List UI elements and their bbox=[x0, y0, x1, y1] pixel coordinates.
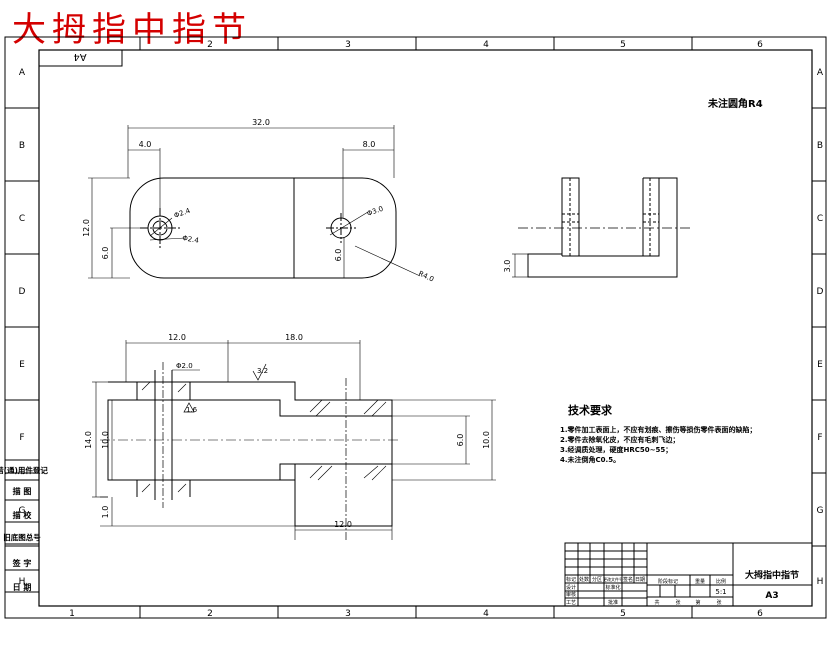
dim-inner-height: 10.0 bbox=[101, 431, 110, 449]
bottom-zone-labels: 1 2 3 4 5 6 bbox=[69, 609, 763, 619]
title-block-label: 共 bbox=[654, 599, 659, 606]
row-label: G bbox=[19, 506, 26, 516]
dim-half-height-right: 6.0 bbox=[334, 249, 343, 262]
drawing-title: 大拇指中指节 bbox=[12, 10, 252, 50]
row-label: C bbox=[19, 214, 25, 224]
col-label: 3 bbox=[345, 40, 351, 50]
col-label: 6 bbox=[757, 609, 763, 619]
title-block-label: 工艺 bbox=[566, 600, 576, 606]
dim-small-dia-2: Φ2.4 bbox=[182, 234, 200, 245]
title-block-label: 比例 bbox=[716, 578, 726, 585]
side-block bbox=[4, 459, 40, 593]
col-label: 5 bbox=[620, 609, 626, 619]
top-zone-ticks bbox=[139, 37, 693, 618]
side-block-cell: 签 字 bbox=[12, 558, 32, 568]
dim-right-hole-offset: 8.0 bbox=[363, 140, 376, 149]
title-block-label: 处数 bbox=[579, 576, 589, 583]
col-label: 1 bbox=[69, 609, 75, 619]
top-zone-labels: 2 3 4 5 6 bbox=[207, 40, 763, 50]
dim-bottom-gap: 1.0 bbox=[101, 506, 110, 519]
title-block-label: 第 bbox=[695, 599, 700, 606]
dim-overall-length: 32.0 bbox=[252, 118, 270, 127]
side-block-cell: 日 期 bbox=[13, 582, 32, 592]
title-block-label: 张 bbox=[675, 599, 680, 606]
tech-line: 3.经调质处理，硬度HRC50~55； bbox=[560, 445, 672, 454]
side-block-cell: 描 校 bbox=[13, 510, 33, 520]
dim-hole-dia: Φ3.0 bbox=[366, 205, 384, 218]
title-block-label: 批准 bbox=[608, 599, 618, 606]
tech-line: 2.零件去除氧化皮，不应有毛刺飞边； bbox=[560, 435, 680, 444]
right-row-labels: A B C D E F G H bbox=[817, 68, 824, 587]
title-block-label: 张 bbox=[716, 599, 721, 606]
title-block-label: 标准化 bbox=[605, 584, 620, 591]
row-label: H bbox=[19, 577, 26, 587]
col-label: 3 bbox=[345, 609, 351, 619]
title-block-material: A3 bbox=[765, 591, 778, 601]
col-label: 2 bbox=[207, 609, 213, 619]
corner-box bbox=[38, 49, 123, 67]
corner-mark: A4 bbox=[73, 51, 86, 62]
row-label: D bbox=[19, 287, 26, 297]
top-view bbox=[88, 125, 421, 279]
front-view bbox=[92, 340, 496, 540]
dim-front-left-len: 12.0 bbox=[168, 333, 186, 342]
left-row-labels: A B C D E F G H bbox=[19, 68, 26, 587]
title-block-label: 日期 bbox=[635, 577, 645, 583]
row-label: A bbox=[19, 68, 26, 78]
inner-frame bbox=[38, 49, 813, 607]
side-block-cell: 旧底图总号 bbox=[3, 532, 41, 542]
side-block-cell: 描 图 bbox=[13, 486, 32, 496]
dim-front-height: 14.0 bbox=[84, 431, 93, 449]
roughness-value-small: 1.6 bbox=[186, 406, 198, 414]
dim-outer-radius: R4.0 bbox=[417, 270, 435, 284]
dim-side-height: 3.0 bbox=[503, 260, 512, 273]
row-label: F bbox=[19, 433, 24, 443]
row-label: B bbox=[19, 141, 25, 151]
row-label: F bbox=[817, 433, 822, 443]
title-block-label: 分区 bbox=[592, 576, 602, 583]
row-label: H bbox=[817, 577, 824, 587]
row-label: E bbox=[817, 360, 823, 370]
title-block-label: 阶段标记 bbox=[658, 578, 678, 585]
dim-bottom-len: 12.0 bbox=[334, 520, 352, 529]
col-label: 4 bbox=[483, 609, 489, 619]
tech-line: 1.零件加工表面上，不应有划痕、擦伤等损伤零件表面的缺陷； bbox=[560, 425, 757, 434]
tech-title: 技术要求 bbox=[568, 403, 613, 417]
row-label: G bbox=[817, 506, 824, 516]
title-block-part-name: 大拇指中指节 bbox=[745, 569, 799, 581]
title-block-label: 设计 bbox=[566, 584, 576, 591]
col-label: 4 bbox=[483, 40, 489, 50]
title-block-label: 重量 bbox=[695, 578, 705, 585]
outer-frame bbox=[4, 36, 827, 619]
side-zone-ticks bbox=[5, 107, 826, 547]
roughness-value: 3.2 bbox=[257, 367, 268, 375]
title-block bbox=[564, 542, 813, 607]
dim-pin-dia: Φ2.0 bbox=[176, 362, 193, 370]
dim-left-hole-offset: 4.0 bbox=[139, 140, 152, 149]
dim-slot-depth: 6.0 bbox=[456, 434, 465, 447]
row-label: C bbox=[817, 214, 823, 224]
col-label: 2 bbox=[207, 40, 213, 50]
side-block-cell: 借(通)用件登记 bbox=[0, 465, 48, 475]
col-label: 6 bbox=[757, 40, 763, 50]
row-label: E bbox=[19, 360, 25, 370]
tech-line: 4.未注倒角C0.5。 bbox=[560, 455, 620, 464]
fillet-note: 未注圆角R4 bbox=[707, 97, 763, 110]
dim-front-right-len: 18.0 bbox=[285, 333, 303, 342]
title-block-label: 审核 bbox=[566, 591, 576, 598]
title-block-label: 签名 bbox=[623, 576, 633, 583]
dim-small-dia: Φ2.4 bbox=[173, 206, 192, 219]
row-label: B bbox=[817, 141, 823, 151]
col-label: 5 bbox=[620, 40, 626, 50]
dim-half-height-left: 6.0 bbox=[101, 247, 110, 260]
title-block-label: 更改文件号 bbox=[603, 576, 623, 582]
title-block-label: 标记 bbox=[566, 576, 576, 583]
dim-right-height: 10.0 bbox=[482, 431, 491, 449]
title-block-scale: 5:1 bbox=[715, 588, 726, 596]
row-label: A bbox=[817, 68, 824, 78]
dim-height: 12.0 bbox=[82, 219, 91, 237]
side-view bbox=[512, 177, 690, 278]
row-label: D bbox=[817, 287, 824, 297]
